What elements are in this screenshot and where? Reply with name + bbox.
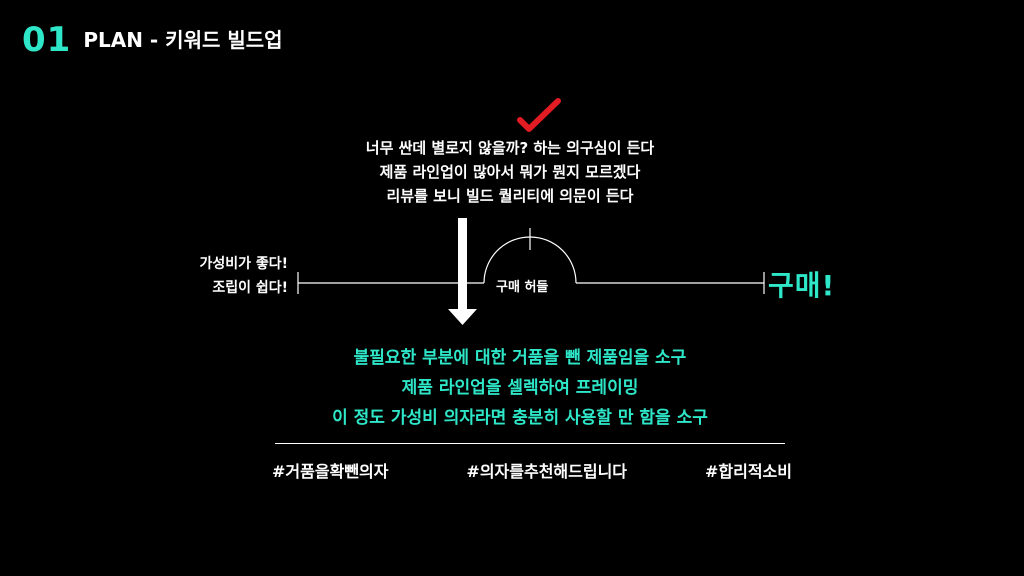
solution-line: 이 정도 가성비 의자라면 충분히 사용할 만 함을 소구 bbox=[332, 408, 708, 428]
divider bbox=[275, 443, 785, 444]
purchase-label: 구매! bbox=[768, 269, 836, 302]
header: 01 PLAN - 키워드 빌드업 bbox=[22, 20, 283, 60]
hashtag: #거품을확뺀의자 bbox=[272, 462, 389, 481]
strength-line: 조립이 쉽다! bbox=[212, 280, 288, 296]
hashtag: #합리적소비 bbox=[704, 462, 792, 481]
hashtag: #의자를추천해드립니다 bbox=[466, 462, 628, 481]
hashtag-row: #거품을확뺀의자 #의자를추천해드립니다 #합리적소비 bbox=[272, 458, 792, 482]
page-title: PLAN - 키워드 빌드업 bbox=[83, 28, 283, 52]
section-number: 01 bbox=[22, 20, 72, 60]
strength-line: 가성비가 좋다! bbox=[199, 256, 288, 272]
check-mark-icon bbox=[517, 98, 561, 132]
purchase-hurdle-label: 구매 허들 bbox=[496, 280, 549, 295]
doubt-line: 너무 싼데 별로지 않을까? 하는 의구심이 든다 bbox=[365, 139, 655, 157]
solution-line: 제품 라인업을 셀렉하여 프레이밍 bbox=[401, 378, 639, 398]
doubt-line: 제품 라인업이 많아서 뭐가 뭔지 모르겠다 bbox=[379, 163, 641, 181]
arrow-down-icon bbox=[448, 218, 477, 325]
product-strengths: 가성비가 좋다! 조립이 쉽다! bbox=[150, 252, 288, 300]
solutions: 불필요한 부분에 대한 거품을 뺀 제품임을 소구 제품 라인업을 셀렉하여 프… bbox=[260, 343, 780, 433]
doubt-line: 리뷰를 보니 빌드 퀄리티에 의문이 든다 bbox=[386, 187, 634, 205]
customer-doubts: 너무 싼데 별로지 않을까? 하는 의구심이 든다 제품 라인업이 많아서 뭐가… bbox=[300, 136, 720, 208]
solution-line: 불필요한 부분에 대한 거품을 뺀 제품임을 소구 bbox=[353, 348, 687, 368]
